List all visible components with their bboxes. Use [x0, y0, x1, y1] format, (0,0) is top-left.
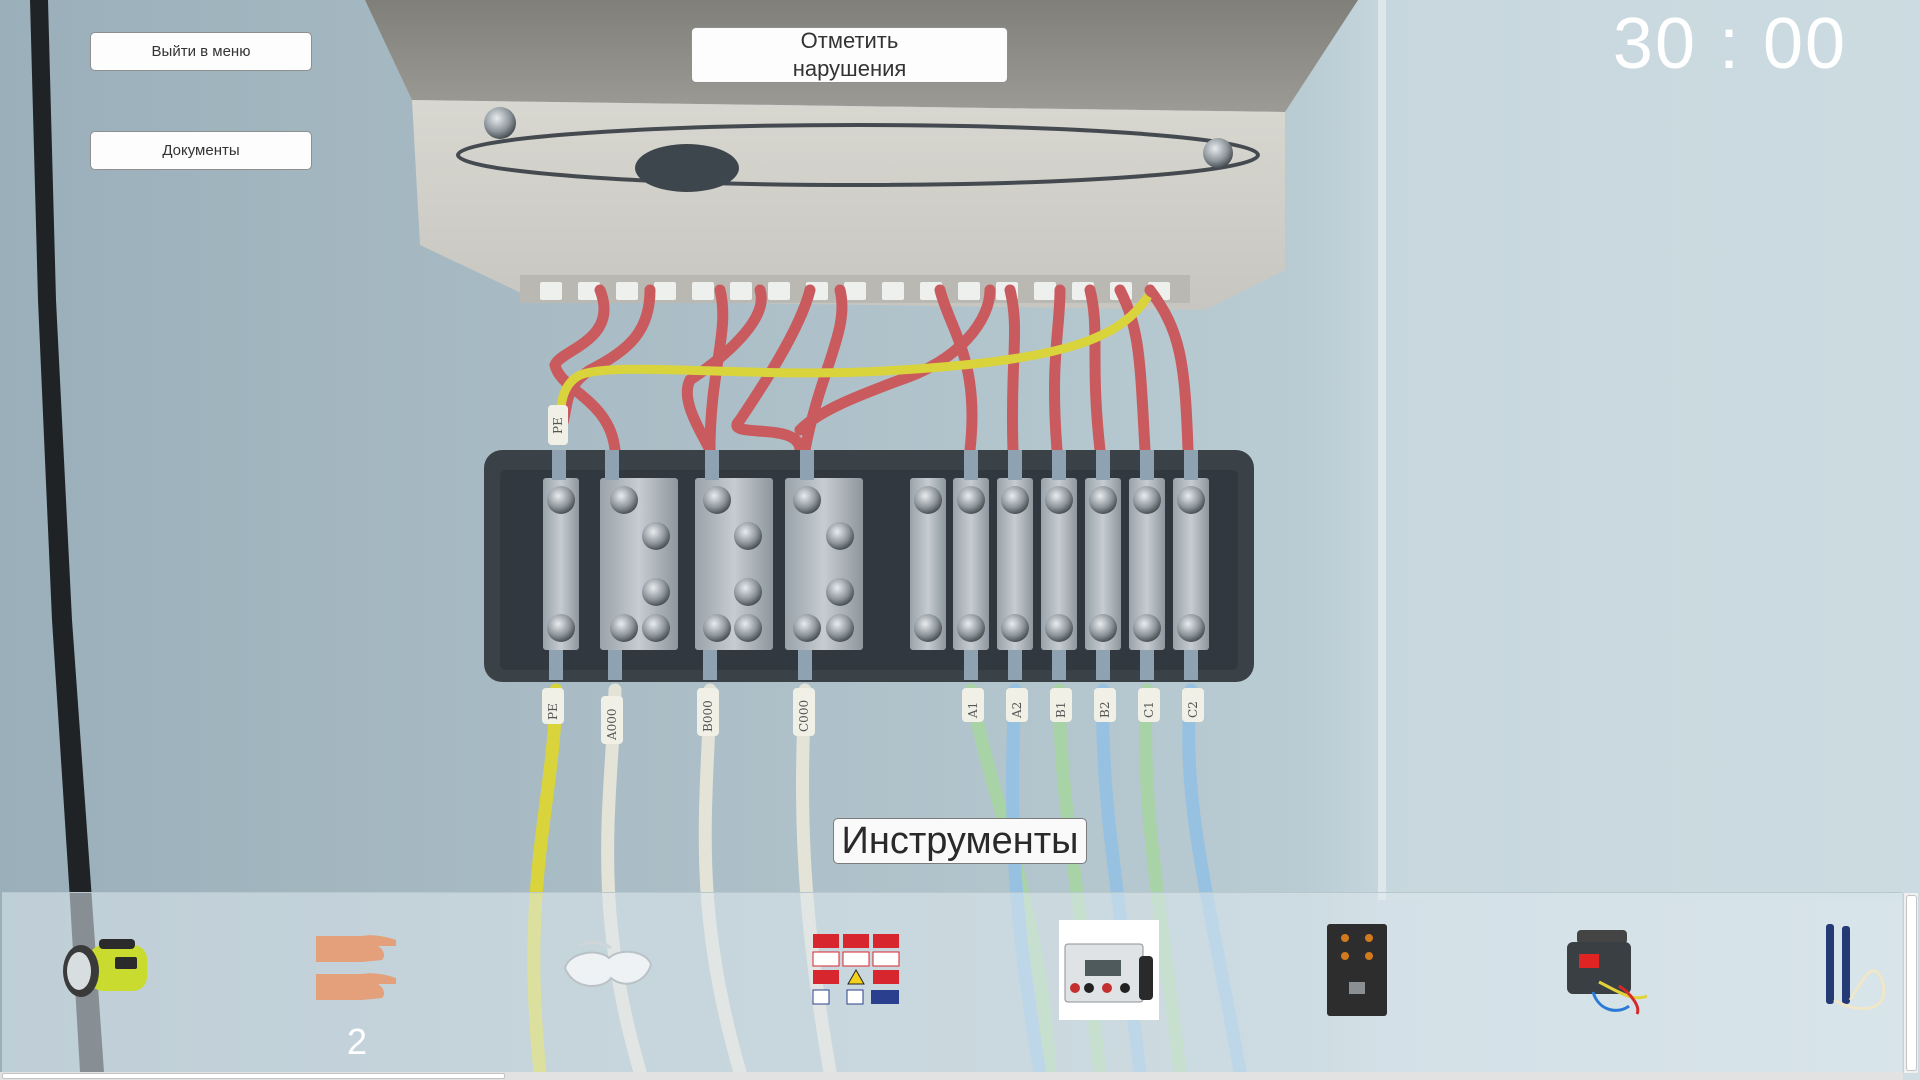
terminal-screws [547, 486, 1205, 642]
safety-glasses-icon [563, 940, 653, 988]
scrollbar-thumb[interactable] [2, 1073, 505, 1079]
countdown-timer: 30 : 00 [1612, 4, 1848, 84]
cabinet-front [412, 100, 1285, 310]
wall-panel [1378, 0, 1920, 900]
wall-edge [1378, 0, 1386, 900]
tool-voltage-indicator[interactable] [1792, 915, 1902, 1025]
mark-violations-button[interactable]: Отметить нарушения [691, 27, 1008, 83]
tool-tester-panel[interactable] [1302, 915, 1412, 1025]
wire-marker-label: A1 [966, 702, 980, 719]
wire-marker-label: PE [551, 417, 565, 434]
yellow-upper-wire [555, 293, 1152, 431]
black-cable [30, 0, 104, 1072]
tester-panel-icon [1327, 924, 1387, 1016]
exit-to-menu-button[interactable]: Выйти в меню [90, 32, 312, 71]
scrollbar-thumb[interactable] [1906, 895, 1917, 1071]
tool-warning-posters[interactable] [802, 915, 912, 1025]
documents-button[interactable]: Документы [90, 131, 312, 170]
tool-measuring-device[interactable] [1054, 915, 1164, 1025]
tool-megohmmeter[interactable] [1552, 915, 1662, 1025]
flashlight-icon [63, 939, 147, 997]
toolbar-horizontal-scrollbar[interactable] [0, 1072, 1903, 1080]
wire-ferrules [549, 450, 1198, 680]
measuring-device-icon [1059, 920, 1159, 1020]
wire-marker-label: C000 [797, 700, 811, 732]
wire-marker-label: A2 [1010, 702, 1024, 719]
wire-marker-label: B000 [701, 700, 715, 732]
upper-wire-markers: PE [548, 405, 568, 445]
seal-screw-right [1203, 138, 1233, 168]
wire-marker-label: A000 [605, 708, 619, 741]
seal-screw-left [484, 107, 516, 139]
wire-marker-label: B2 [1098, 702, 1112, 718]
toolbar-vertical-scrollbar[interactable] [1903, 893, 1918, 1073]
megohmmeter-icon [1567, 930, 1648, 1015]
wire-marker-label: C1 [1142, 701, 1156, 718]
cabinet-vents [540, 282, 1170, 300]
wire-marker-label: C2 [1186, 701, 1200, 718]
voltage-indicator-icon [1826, 924, 1886, 1011]
warning-posters-icon [812, 934, 900, 1005]
seal-wire [456, 123, 1260, 187]
tools-toolbar: 2 [2, 892, 1902, 1072]
wire-marker-label: B1 [1054, 702, 1068, 718]
tool-dielectric-gloves[interactable] [302, 915, 412, 1025]
tool-flashlight[interactable] [52, 915, 162, 1025]
seal-lead-icon [635, 144, 739, 192]
tool-safety-glasses[interactable] [552, 915, 662, 1025]
dielectric-gloves-icon [316, 935, 396, 1000]
lower-wire-markers: PE A000 B000 C000 A1 A2 B1 B2 C1 C2 [542, 688, 1204, 744]
tools-title: Инструменты [833, 818, 1087, 864]
terminal-plates [543, 478, 1209, 650]
gloves-count: 2 [346, 1021, 368, 1062]
wire-marker-label: PE [546, 703, 560, 720]
